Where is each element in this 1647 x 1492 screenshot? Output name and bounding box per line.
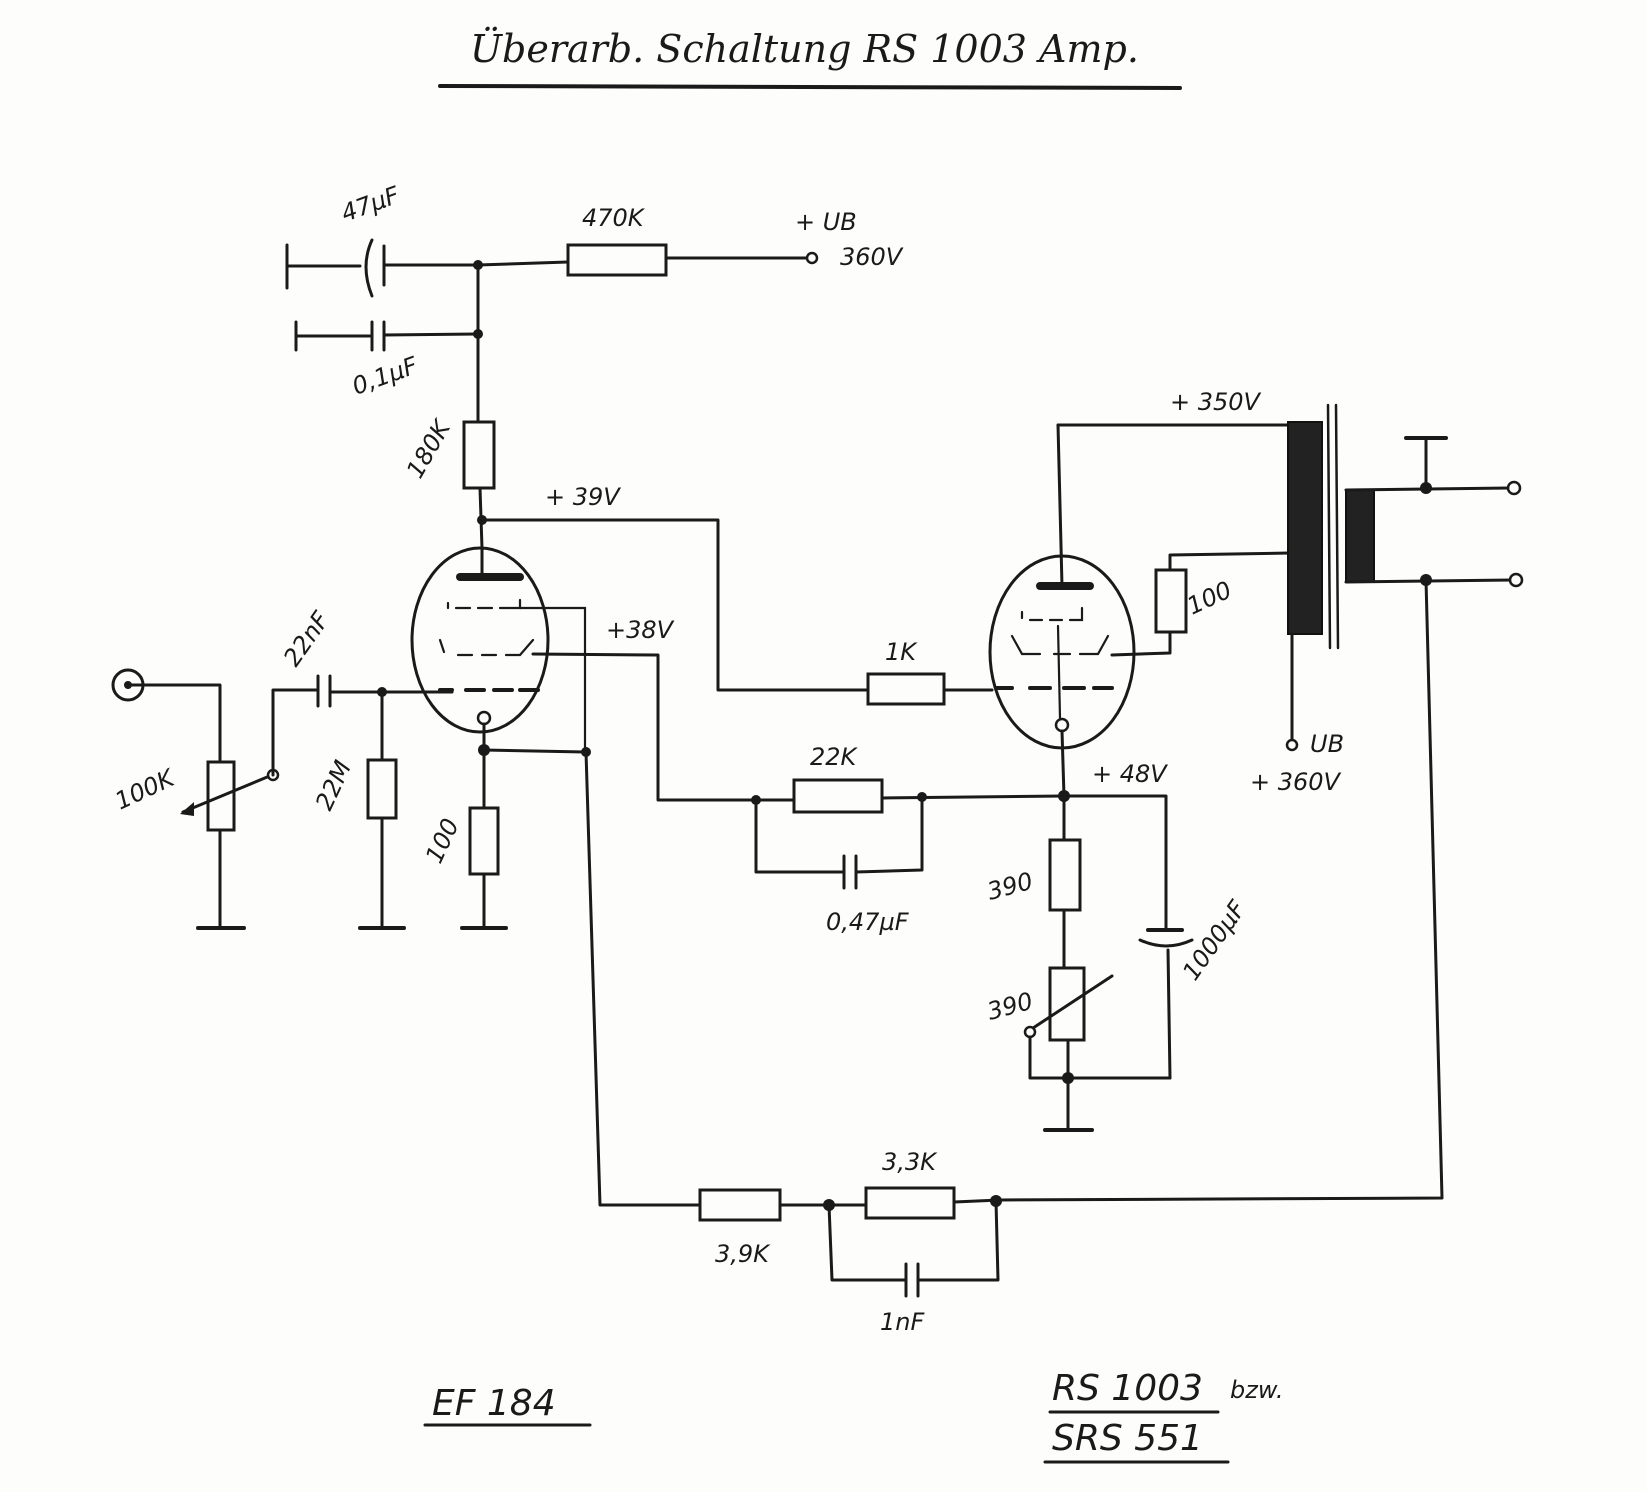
label-360v-top: 360V (840, 243, 904, 271)
label-3.3k: 3,3K (882, 1148, 938, 1176)
tube-label-bzw: bzw. (1230, 1376, 1284, 1404)
resistor-1k (866, 672, 946, 706)
label-100-screen: 100 (1183, 576, 1236, 621)
label-anode-v1: + 39V (545, 483, 621, 511)
label-360v-bottom: + 360V (1250, 768, 1342, 796)
label-180k: 180K (401, 414, 457, 483)
capacitor-47uF (285, 238, 480, 298)
resistor-22M (366, 758, 398, 820)
label-22M: 22M (310, 756, 357, 815)
ub-terminal-bottom (1285, 738, 1299, 752)
label-100-cathode: 100 (420, 814, 465, 867)
output-transformer (1287, 403, 1375, 650)
label-47uF: 47µF (337, 181, 404, 228)
label-screen-v1: +38V (606, 616, 675, 644)
label-0.47uF: 0,47µF (826, 908, 910, 936)
ub-terminal-top (805, 251, 819, 265)
label-100k-pot: 100K (111, 763, 181, 815)
resistor-100-cathode (468, 806, 500, 876)
label-470k: 470K (582, 204, 646, 232)
resistor-180k (462, 420, 496, 490)
label-22nF: 22nF (278, 606, 336, 672)
tube-label-rs1003: RS 1003 (1052, 1368, 1203, 1409)
resistor-100-screen (1154, 568, 1188, 634)
resistor-470k (566, 243, 668, 277)
label-390-fixed: 390 (984, 867, 1035, 906)
tube-label-ef184: EF 184 (432, 1383, 556, 1424)
speaker-terminal-hot[interactable] (1506, 480, 1522, 496)
tube-label-srs551: SRS 551 (1052, 1418, 1203, 1459)
label-ub-bottom: UB (1310, 730, 1344, 758)
schematic-title: Überarb. Schaltung RS 1003 Amp. (470, 27, 1139, 71)
resistor-3.3k (864, 1186, 956, 1220)
tube-ef184 (410, 546, 550, 734)
label-0.1uF: 0,1µF (348, 351, 422, 401)
label-ub-top: + UB (795, 208, 857, 236)
label-anode-v2: + 350V (1170, 388, 1262, 416)
speaker-terminal-common[interactable] (1508, 572, 1524, 588)
resistor-390 (1048, 838, 1082, 912)
label-cathode-v2: + 48V (1092, 760, 1168, 788)
capacitor-0.1uF (294, 320, 480, 352)
resistor-22k (792, 778, 884, 814)
label-22k: 22K (810, 743, 859, 771)
title-underline (438, 84, 1182, 90)
label-3.9k: 3,9K (715, 1240, 771, 1268)
label-1k: 1K (885, 638, 918, 666)
label-1nF: 1nF (880, 1308, 925, 1336)
label-390-pot: 390 (984, 987, 1035, 1026)
resistor-3.9k (698, 1188, 782, 1222)
